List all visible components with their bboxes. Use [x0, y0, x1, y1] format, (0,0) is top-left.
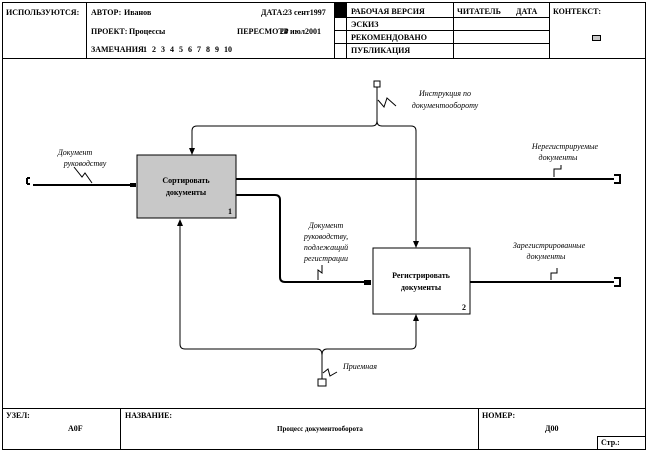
output-unregistered-label-1: Нерегистрируемые	[531, 142, 599, 151]
output-registered-label-1: Зарегистрированные	[513, 241, 586, 250]
author-label: АВТОР:	[91, 8, 122, 17]
notes-label: ЗАМЕЧАНИЯ:	[91, 45, 147, 54]
input-label-1: Документ	[57, 148, 93, 157]
activity-1-line-2: документы	[166, 188, 207, 197]
revision-value: 24 июл2001	[280, 27, 322, 36]
activity-2-line-1: Регистрировать	[392, 271, 451, 280]
output-registered-label-2: документы	[527, 252, 567, 261]
header-divider	[549, 2, 550, 58]
activity-box-1[interactable]	[136, 154, 237, 219]
output-unregistered-arrow[interactable]	[236, 165, 621, 184]
output-unregistered-label-2: документы	[539, 153, 579, 162]
activity-box-2[interactable]	[372, 247, 471, 315]
activity-1-number: 1	[228, 207, 232, 216]
output-registered-arrow[interactable]	[470, 268, 621, 287]
input-arrow[interactable]	[26, 166, 136, 187]
context-label: КОНТЕКСТ:	[553, 7, 602, 16]
mechanism-label: Приемная	[342, 362, 377, 371]
mechanism-arrow[interactable]	[177, 219, 419, 387]
status-working[interactable]: РАБОЧАЯ ВЕРСИЯ	[351, 7, 425, 16]
control-label-1: Инструкция по	[418, 89, 471, 98]
status-publication[interactable]: ПУБЛИКАЦИЯ	[351, 46, 411, 55]
notes-value: 1 2 3 4 5 6 7 8 9 10	[143, 45, 232, 54]
context-thumbnail[interactable]	[592, 35, 601, 41]
header-divider	[334, 43, 549, 44]
header-divider	[2, 58, 646, 59]
input-label-2: руководству	[63, 159, 107, 168]
status-selected-marker	[335, 3, 346, 17]
footer-divider	[478, 408, 479, 450]
page-label: Стр.:	[601, 438, 620, 447]
intermediate-label-3: подлежащий	[304, 243, 348, 252]
status-recommended[interactable]: РЕКОМЕНДОВАНО	[351, 33, 427, 42]
reader-date-label: ДАТА	[516, 7, 538, 16]
control-arrow[interactable]	[189, 80, 419, 248]
header-divider	[334, 17, 549, 18]
date-value: 23 сент1997	[284, 8, 326, 17]
revision-label: ПЕРЕСМОТР	[237, 27, 289, 36]
header-divider	[86, 2, 87, 58]
intermediate-label-4: регистрации	[303, 254, 348, 263]
intermediate-label-1: Документ	[308, 221, 344, 230]
author-value: Иванов	[124, 8, 152, 17]
title-value: Процесс документооборота	[277, 425, 363, 433]
status-draft[interactable]: ЭСКИЗ	[351, 20, 379, 29]
diagram-frame	[2, 2, 646, 450]
node-label: УЗЕЛ:	[6, 411, 30, 420]
number-label: НОМЕР:	[482, 411, 516, 420]
node-value: A0F	[68, 424, 83, 433]
intermediate-arrow[interactable]	[236, 194, 371, 285]
project-label: ПРОЕКТ:	[91, 27, 128, 36]
footer-divider	[597, 436, 646, 437]
date-label: ДАТА:	[261, 8, 285, 17]
number-value: Д00	[545, 424, 559, 433]
footer-divider	[120, 408, 121, 450]
used-at-label: ИСПОЛЬЗУЮТСЯ:	[6, 8, 80, 17]
activity-2-number: 2	[462, 303, 466, 312]
control-label-2: документообороту	[412, 101, 479, 110]
project-value: Процессы	[129, 27, 166, 36]
header-divider	[334, 30, 549, 31]
reader-label: ЧИТАТЕЛЬ	[457, 7, 501, 16]
activity-1-line-1: Сортировать	[162, 176, 210, 185]
activity-2-line-2: документы	[401, 283, 442, 292]
footer-divider	[2, 408, 646, 409]
intermediate-label-2: руководству,	[303, 232, 348, 241]
footer-divider	[597, 436, 598, 450]
title-label: НАЗВАНИЕ:	[125, 411, 173, 420]
